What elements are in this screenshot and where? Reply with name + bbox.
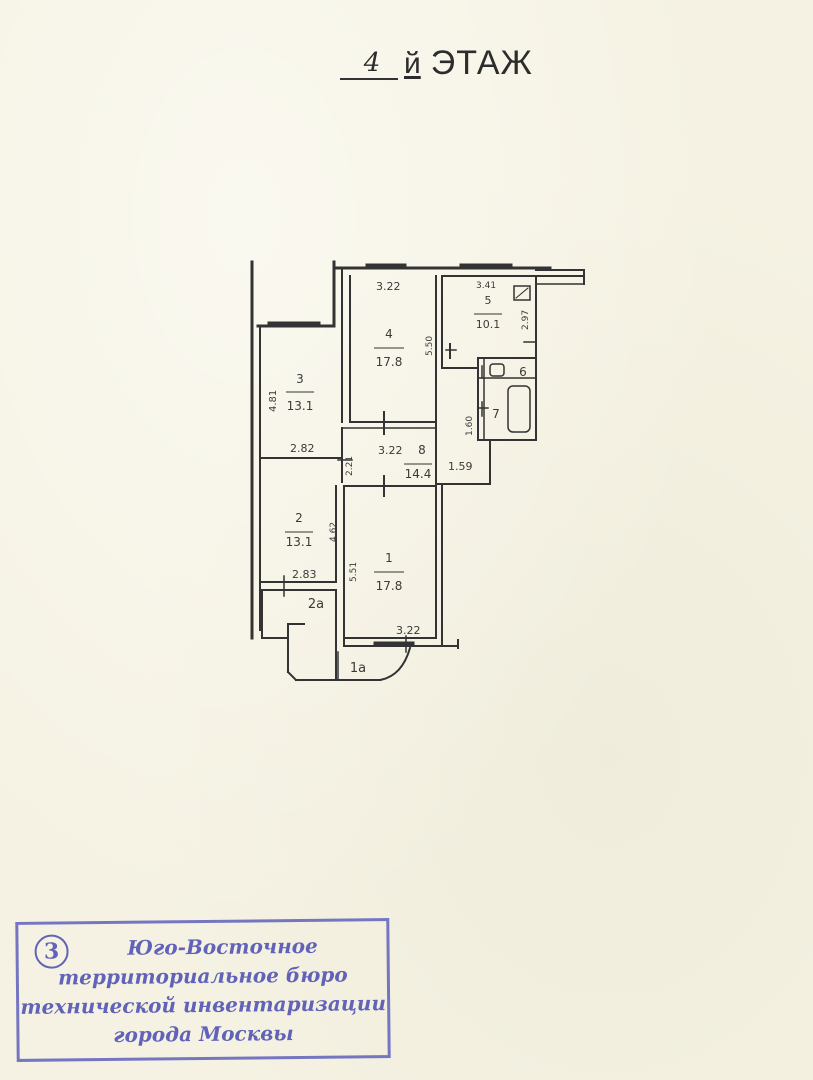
dim-corridor: 1.59 [448, 460, 473, 473]
dim-room7-side: 1.60 [465, 416, 475, 436]
dim-room8-left: 2.21 [345, 456, 355, 476]
room-5-area: 10.1 [476, 318, 501, 331]
stamp-line-3: технической инвентаризации [20, 991, 387, 1019]
floor-suffix: й [404, 47, 421, 80]
room-8-number: 8 [418, 443, 426, 457]
dim-room1-side: 5.51 [349, 562, 359, 582]
floor-number: 4 [340, 48, 398, 80]
room-3-area: 13.1 [287, 399, 314, 413]
room-6-number: 6 [519, 365, 527, 379]
room-1-area: 17.8 [376, 579, 403, 593]
room-1-number: 1 [385, 551, 393, 565]
room-7-number: 7 [492, 407, 500, 421]
dim-room2-bottom: 2.83 [292, 568, 317, 581]
room-1a-label: 1а [350, 661, 366, 676]
room-4-area: 17.8 [376, 355, 403, 369]
dim-room2-side: 4.62 [329, 522, 339, 542]
dim-room1-bottom: 3.22 [396, 624, 421, 637]
room-2-area: 13.1 [286, 535, 313, 549]
dim-top-room4: 3.22 [376, 280, 401, 293]
room-2a-label: 2а [308, 597, 324, 612]
stamp-line-4: города Москвы [113, 1021, 294, 1047]
room-2-number: 2 [295, 511, 303, 525]
room-3-number: 3 [296, 372, 304, 386]
dim-room8-top: 3.22 [378, 444, 403, 457]
bti-stamp: 3 Юго-Восточное территориальное бюро тех… [15, 918, 391, 1062]
stamp-line-2: территориальное бюро [57, 962, 348, 990]
room-8-area: 14.4 [405, 467, 432, 481]
dim-room4-side: 5.50 [425, 336, 435, 356]
dim-top-room5: 3.41 [476, 281, 496, 291]
dim-room3-bottom: 2.82 [290, 442, 315, 455]
dim-room5-side: 2.97 [521, 310, 531, 330]
floor-title: 4 й ЭТАЖ [340, 36, 533, 80]
room-4-number: 4 [385, 327, 393, 341]
stamp-line-1: Юго-Восточное [127, 933, 318, 960]
floor-word: ЭТАЖ [430, 44, 533, 82]
room-5-number: 5 [485, 294, 492, 307]
dim-room3-side: 4.81 [268, 390, 279, 412]
